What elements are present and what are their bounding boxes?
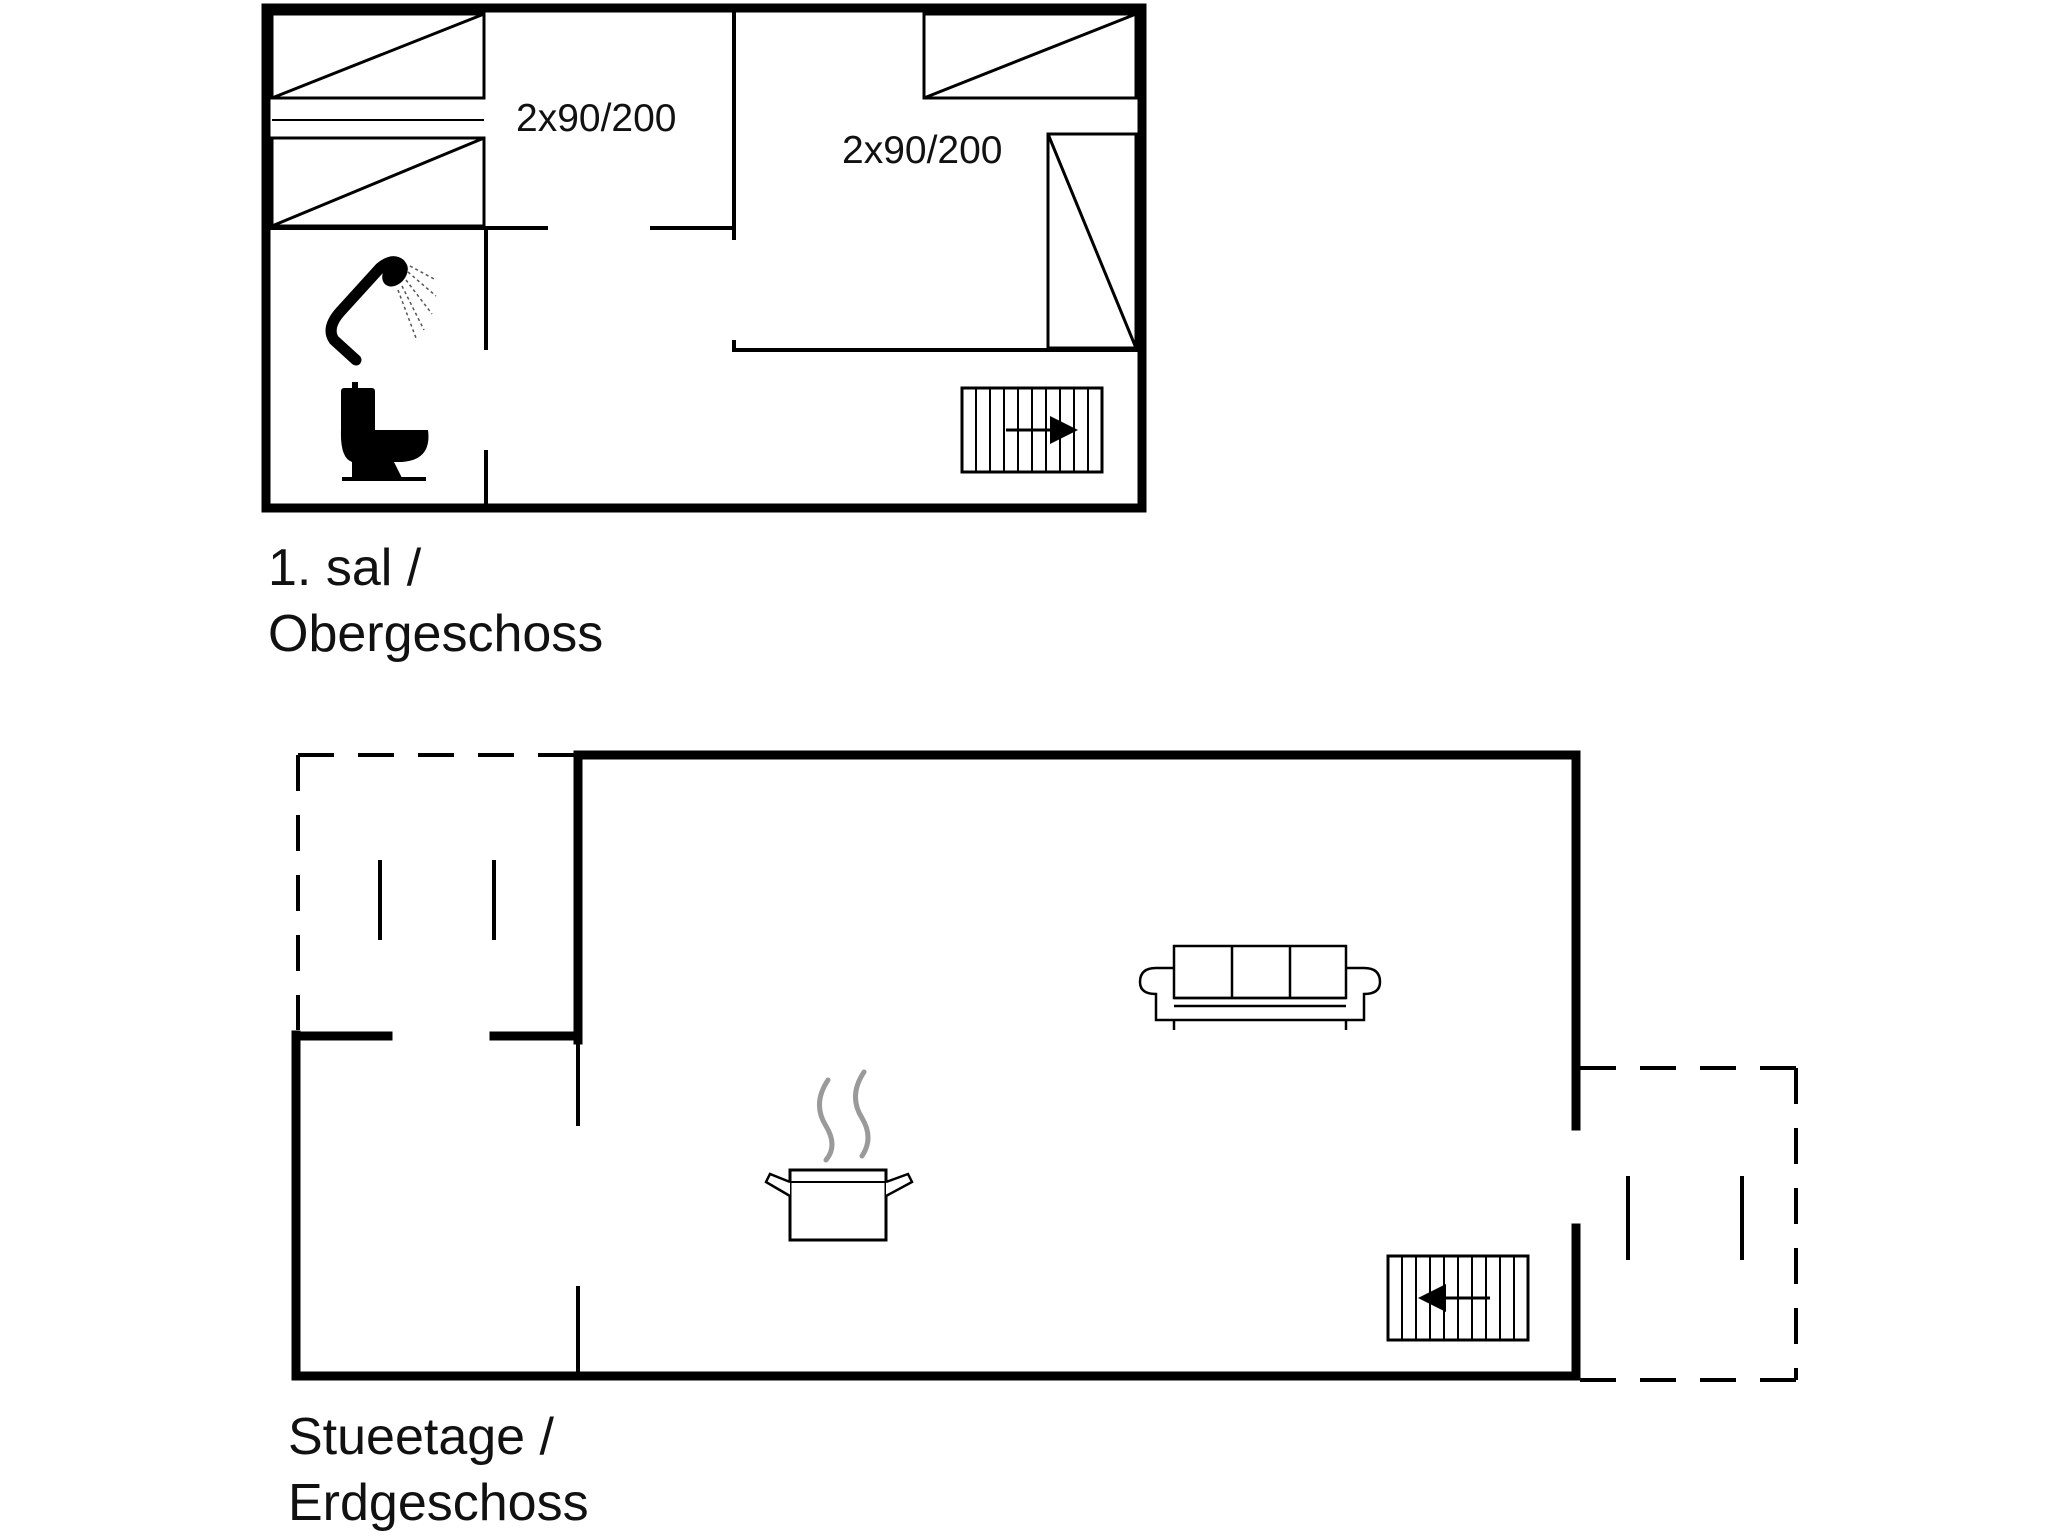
bedroom-right-bed-label: 2x90/200 bbox=[842, 129, 1002, 172]
sofa-icon bbox=[1138, 944, 1382, 1030]
bed-right-vertical bbox=[1046, 132, 1138, 350]
upper-floor-caption-line2: Obergeschoss bbox=[268, 605, 603, 663]
terrace-right-posts bbox=[1626, 1176, 1744, 1260]
ground-floor-plan: Stueetage / Erdgeschoss bbox=[288, 750, 1798, 1532]
terrace-right bbox=[1580, 1066, 1798, 1382]
bedroom-left-bed-label: 2x90/200 bbox=[516, 97, 676, 140]
shower-icon bbox=[325, 256, 437, 366]
ground-floor-caption-line1: Stueetage / bbox=[288, 1408, 555, 1466]
upper-floor-plan: 2x90/200 2x90/200 bbox=[261, 3, 1147, 663]
stairs-up-icon bbox=[960, 386, 1104, 474]
terrace-left bbox=[296, 753, 574, 1030]
stairs-down-icon bbox=[1386, 1254, 1530, 1342]
terrace-left-posts bbox=[378, 860, 496, 940]
upper-floor-caption-line1: 1. sal / bbox=[268, 539, 422, 597]
upper-floor-outer-wall bbox=[261, 3, 1147, 513]
cooking-pot-icon bbox=[764, 1069, 914, 1242]
upper-floor-interior-walls bbox=[270, 10, 1138, 504]
toilet-icon bbox=[340, 382, 429, 481]
ground-floor-caption-line2: Erdgeschoss bbox=[288, 1474, 589, 1532]
bed-right-top bbox=[922, 12, 1138, 100]
bed-left-top bbox=[270, 12, 486, 100]
bed-left-bottom bbox=[270, 136, 486, 228]
ground-floor-walls bbox=[291, 750, 1581, 1381]
